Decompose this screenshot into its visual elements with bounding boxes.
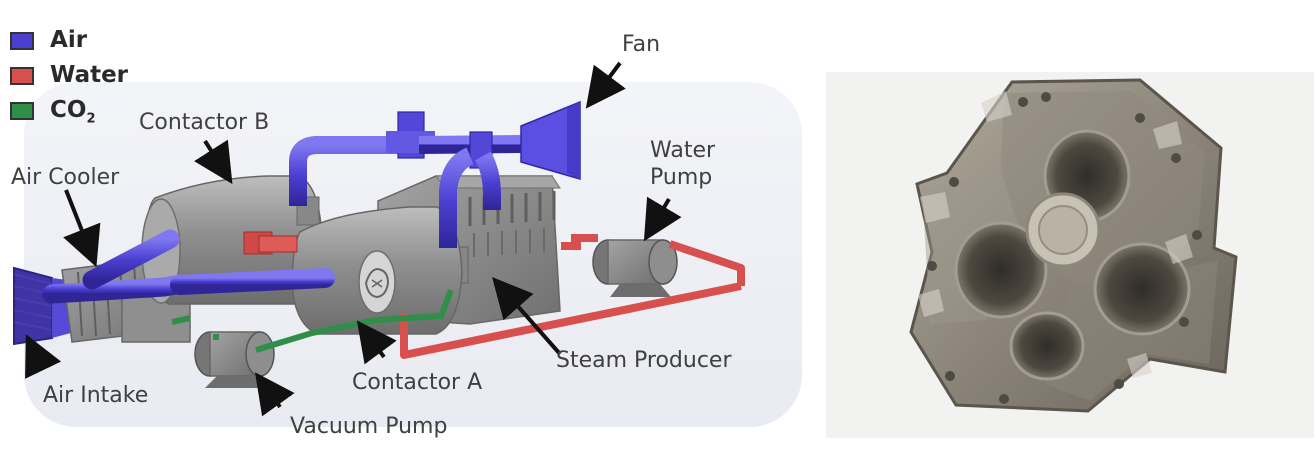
fan-label: Fan [622,32,661,57]
arrow-contactor-a [356,320,397,365]
arrow-steam-producer [492,277,562,356]
diagram-legend: Air Water CO2 [10,28,160,133]
air-intake-label: Air Intake [43,383,149,408]
air-swatch [10,31,34,50]
legend-label-air: Air [50,27,88,53]
steam-producer-label: Steam Producer [556,348,732,373]
callout-arrows [25,61,682,417]
co2-swatch [10,101,34,120]
water-pump-label-line-1: Water [650,138,716,163]
arrow-fan [585,61,626,109]
legend-label-co2: CO2 [50,97,96,127]
vacuum-pump-label: Vacuum Pump [290,414,448,439]
water-swatch [10,66,34,85]
contactor-b-label: Contactor B [139,110,270,135]
arrow-air-intake [25,334,62,379]
hardware-photo [826,72,1314,438]
water-pump [592,239,678,297]
legend-label-water: Water [50,62,129,88]
water-piping [243,231,745,359]
water-pump-label-line-2: Pump [650,165,713,190]
metal-part-illustration [909,78,1238,413]
water-pump-label: Water Pump [650,137,730,191]
arrow-air-cooler [63,189,101,268]
metal-part-mount-holes [927,92,1202,404]
arrow-water-pump [643,196,682,242]
legend-item-water: Water [10,63,160,98]
metal-part-highlights [918,91,1193,378]
legend-item-air: Air [10,28,160,63]
ge-logo-icon [358,250,396,314]
arrow-contactor-b [194,139,233,185]
contactor-a [291,206,463,335]
arrow-vacuum-pump [254,372,295,417]
co2-piping [171,288,454,353]
contactor-a-label: Contactor A [352,370,483,395]
legend-item-co2: CO2 [10,98,160,133]
air-cooler-label: Air Cooler [11,165,120,190]
air-piping [42,100,581,304]
metal-part-cavities [954,129,1191,381]
